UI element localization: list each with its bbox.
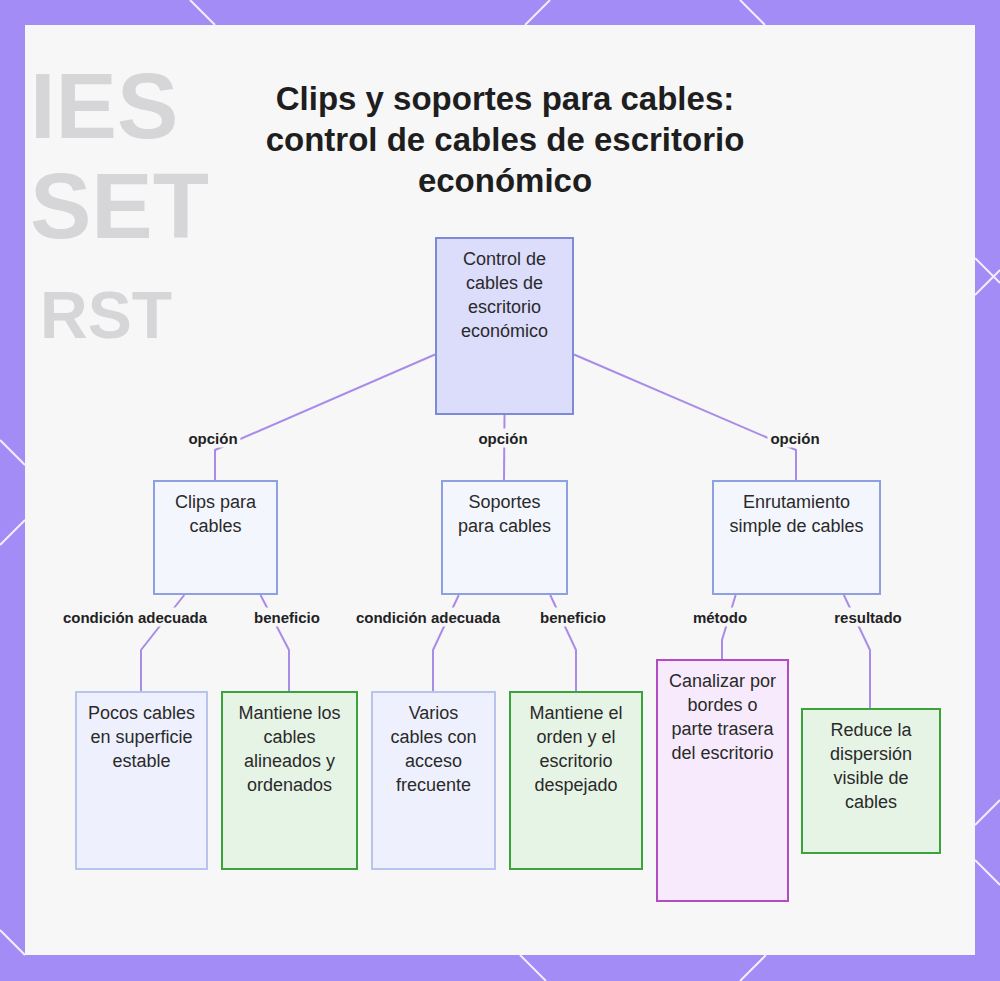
node-text: Control de cables de escritorio económic… (445, 247, 564, 343)
edge-label: beneficio (251, 608, 323, 627)
root-box: Control de cables de escritorio económic… (435, 237, 574, 415)
concept-box: Mantiene los cables alineados y ordenado… (221, 691, 358, 870)
edge-label: condición adecuada (353, 608, 503, 627)
edge-label: beneficio (537, 608, 609, 627)
concept-box: Mantiene el orden y el escritorio despej… (509, 691, 643, 870)
node-text: Clips para cables (163, 490, 268, 538)
node-text: Reduce la dispersión visible de cables (811, 718, 931, 814)
connector-line (574, 354, 796, 480)
connector-line (722, 595, 736, 659)
node-text: Canalizar por bordes o parte trasera del… (666, 669, 779, 765)
watermark-text: RST (40, 282, 172, 348)
concept-box: Canalizar por bordes o parte trasera del… (656, 659, 789, 902)
concept-box: Soportes para cables (441, 480, 568, 595)
edge-label: opción (185, 429, 240, 448)
node-text: Soportes para cables (451, 490, 558, 538)
concept-box: Enrutamiento simple de cables (712, 480, 881, 595)
edge-label: opción (767, 429, 822, 448)
edge-label: opción (475, 429, 530, 448)
edge-label: método (690, 608, 750, 627)
node-text: Mantiene el orden y el escritorio despej… (519, 701, 633, 797)
concept-box: Clips para cables (153, 480, 278, 595)
concept-box: Pocos cables en superficie estable (75, 691, 208, 870)
watermark-text: IES (30, 60, 178, 152)
concept-box: Reduce la dispersión visible de cables (801, 708, 941, 854)
watermark-text: SET (30, 160, 209, 252)
node-text: Pocos cables en superficie estable (85, 701, 198, 773)
node-text: Mantiene los cables alineados y ordenado… (231, 701, 348, 797)
concept-box: Varios cables con acceso frecuente (371, 691, 496, 870)
diagram-title: Clips y soportes para cables: control de… (225, 78, 785, 201)
node-text: Enrutamiento simple de cables (722, 490, 871, 538)
edge-label: resultado (831, 608, 905, 627)
node-text: Varios cables con acceso frecuente (381, 701, 486, 797)
connector-line (215, 354, 435, 480)
connector-line (503, 415, 506, 480)
edge-label: condición adecuada (60, 608, 210, 627)
